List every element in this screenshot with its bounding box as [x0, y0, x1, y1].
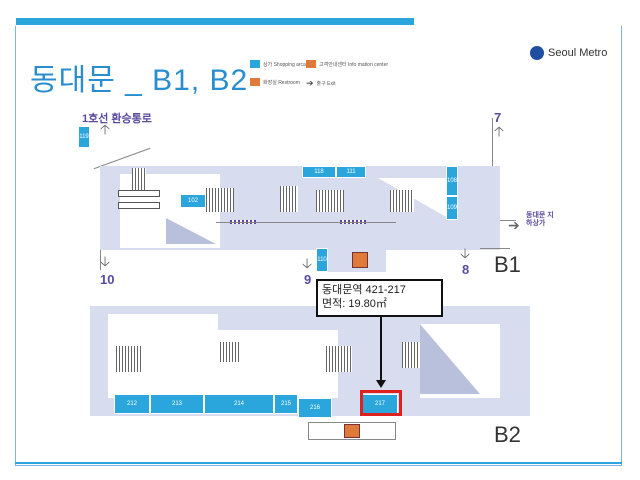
- shop-110: 110: [316, 248, 328, 272]
- top-accent-bar: [16, 18, 414, 25]
- callout-area: 면적: 19.80㎡: [322, 298, 387, 310]
- shop-214: 214: [204, 394, 274, 414]
- b2-map: 212 213 214 215 216 217 B2: [90, 306, 550, 447]
- page-title: 동대문 _ B1, B2: [30, 64, 249, 97]
- shop-109: 109: [446, 196, 458, 220]
- b1-bar-1: [118, 190, 160, 197]
- exit-7-corridor: [492, 118, 493, 166]
- legend-item-restroom: 화장실 Restroom: [250, 78, 300, 86]
- exit-10-corridor: [100, 250, 101, 270]
- exit-8-arrow-icon: 🡣: [460, 245, 471, 261]
- exit-arrow-icon: ➔: [306, 78, 314, 88]
- shop-119: 119: [78, 126, 90, 148]
- b1-map: 1호선 환승통로 🡡 119 118 111 108 109 102 110 7…: [78, 108, 554, 288]
- b1-bar-2: [118, 202, 160, 209]
- exit-east-corridor: [500, 220, 516, 221]
- shop-111: 111: [336, 166, 366, 178]
- page-frame: [15, 26, 622, 466]
- exit-east-label: 동대문 지하상가: [526, 212, 554, 227]
- bottom-accent-line: [15, 462, 622, 464]
- exit-9-arrow-icon: 🡣: [302, 255, 313, 271]
- exit-east-arrow-icon: ➔: [508, 217, 520, 233]
- level-label-b1: B1: [494, 252, 521, 277]
- legend-item-shop: 상가 Shopping arcade: [250, 60, 311, 68]
- exit-7-arrow-icon: 🡡: [494, 123, 505, 139]
- shop-118: 118: [302, 166, 336, 178]
- legend-item-exit: ➔ 출구 Exit: [306, 78, 336, 88]
- b1-stairs-4: [390, 190, 414, 212]
- exit-8-label: 8: [462, 262, 470, 277]
- exit-9-label: 9: [304, 272, 312, 287]
- callout-leader-line: [380, 317, 382, 383]
- highlight-box-217: [360, 390, 402, 416]
- shop-213: 213: [150, 394, 204, 414]
- b2-stairs-4: [402, 342, 420, 368]
- b1-stairs-3: [316, 190, 344, 212]
- shop-swatch-icon: [250, 60, 260, 68]
- exit-10-arrow-icon: 🡣: [100, 253, 111, 269]
- info-center-icon: [352, 252, 368, 268]
- transfer-label: 1호선 환승통로: [82, 113, 152, 125]
- brand-name: Seoul Metro: [548, 47, 608, 59]
- b1-stairs-1: [132, 168, 146, 194]
- shop-108: 108: [446, 166, 458, 196]
- b1-gate-line: [216, 222, 396, 223]
- shop-215: 215: [274, 394, 298, 414]
- transfer-arrow-icon: 🡡: [100, 121, 111, 137]
- exit-10-label: 10: [100, 272, 115, 287]
- shop-212: 212: [114, 394, 150, 414]
- legend-item-info: 고객안내센터 Info mation center: [306, 60, 388, 68]
- shop-102: 102: [180, 194, 206, 208]
- shop-216: 216: [298, 398, 332, 418]
- exit-8-corridor: [480, 248, 510, 249]
- callout-arrowhead-icon: [376, 380, 386, 388]
- exit-7-label: 7: [494, 110, 502, 125]
- location-callout: 동대문역 421-217 면적: 19.80㎡: [316, 279, 443, 317]
- b2-stairs-1: [116, 346, 142, 372]
- seoul-metro-logo-icon: [530, 46, 544, 60]
- b2-stairs-2: [220, 342, 240, 362]
- legend: 상가 Shopping arcade 고객안내센터 Info mation ce…: [250, 60, 388, 94]
- restroom-icon: [344, 424, 360, 438]
- info-center-icon: [306, 60, 316, 68]
- level-label-b2: B2: [494, 422, 521, 447]
- brand-logo: Seoul Metro: [530, 46, 607, 60]
- b1-stairs-2: [206, 188, 234, 212]
- b2-stairs-3: [326, 346, 352, 372]
- callout-title: 동대문역 421-217: [322, 284, 406, 296]
- b1-stairs-5: [280, 186, 298, 212]
- restroom-icon: [250, 78, 260, 86]
- b2-open-center: [218, 330, 338, 398]
